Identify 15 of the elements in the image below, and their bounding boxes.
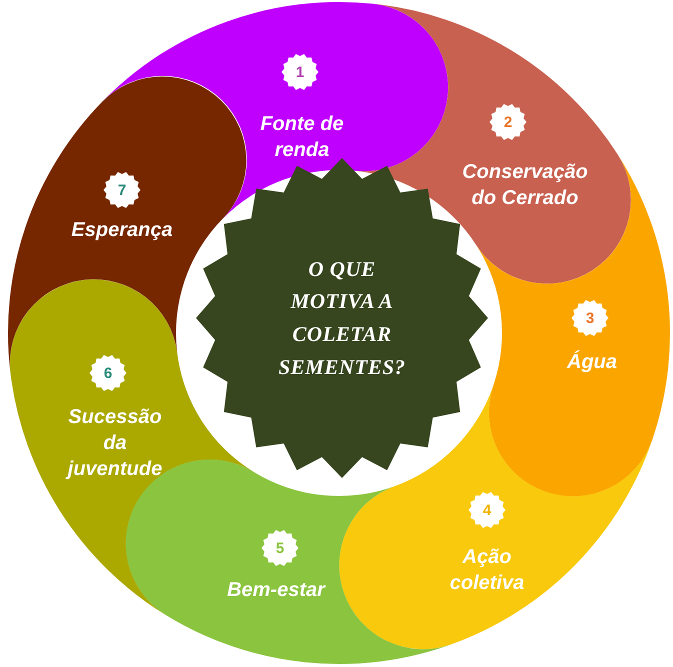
segment-label: Água <box>566 349 618 375</box>
step-number: 3 <box>586 310 594 326</box>
question-text: O QUE MOTIVA A COLETAR SEMENTES? <box>277 256 407 381</box>
step-number: 7 <box>118 182 126 198</box>
step-number: 4 <box>482 502 492 518</box>
segment-label: Sucessão da juventude <box>64 405 164 482</box>
step-number: 5 <box>276 540 284 556</box>
step-number: 6 <box>104 364 112 382</box>
segment-label: Esperança <box>70 218 174 243</box>
step-number: 1 <box>296 64 304 80</box>
segment-label: Ação coletiva <box>448 545 526 596</box>
segment-label: Fonte de renda <box>259 112 345 163</box>
step-number: 2 <box>504 114 512 130</box>
segment-label: Bem-estar <box>226 578 327 603</box>
segment-label: Conservação do Cerrado <box>461 160 589 211</box>
